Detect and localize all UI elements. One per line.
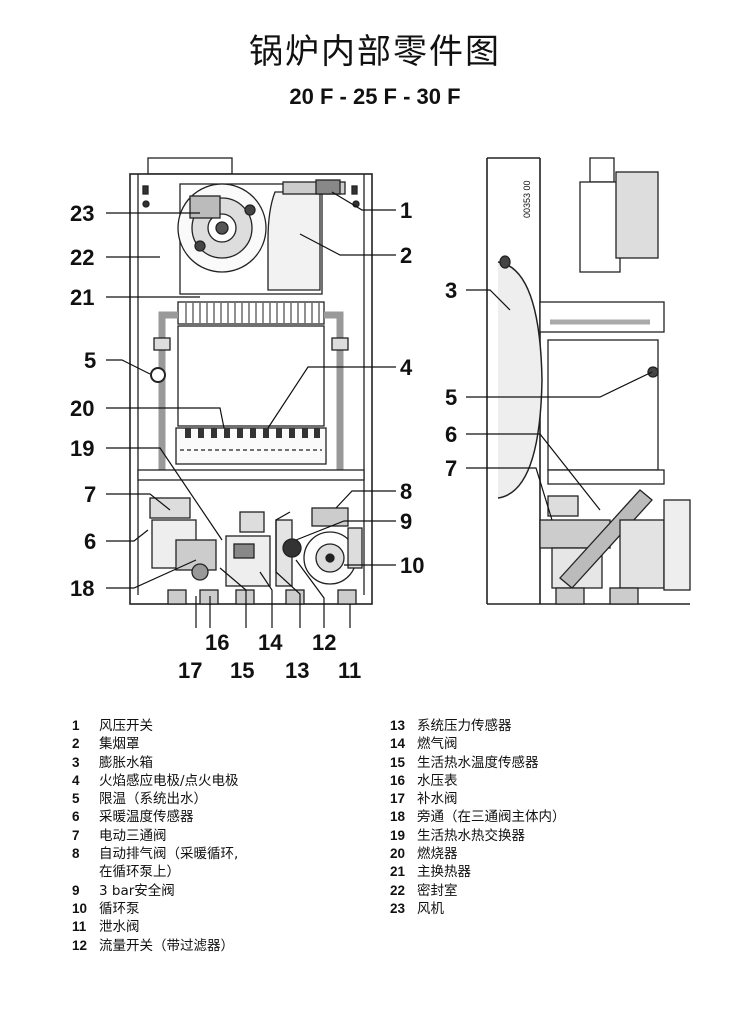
callout-7-side: 7 [445, 456, 457, 481]
callout-13: 13 [285, 658, 309, 683]
side-view [486, 157, 691, 605]
callout-19: 19 [70, 436, 94, 461]
callout-16: 16 [205, 630, 229, 655]
callout-17: 17 [178, 658, 202, 683]
callout-2: 2 [400, 243, 412, 268]
callout-22: 22 [70, 245, 94, 270]
callout-4: 4 [400, 355, 413, 380]
callout-21: 21 [70, 285, 94, 310]
callout-1: 1 [400, 198, 412, 223]
model-subtitle: 20 F - 25 F - 30 F [289, 84, 461, 109]
callout-12: 12 [312, 630, 336, 655]
front-view [129, 157, 373, 605]
page-title: 锅炉内部零件图 [249, 32, 501, 72]
callout-18: 18 [70, 576, 94, 601]
callout-7-front: 7 [84, 482, 96, 507]
boiler-diagram: 00353 00 1 2 [70, 157, 691, 683]
callout-11: 11 [338, 658, 361, 683]
drawing-code: 00353 00 [522, 180, 532, 218]
callout-23: 23 [70, 201, 94, 226]
callout-15: 15 [230, 658, 254, 683]
callout-9: 9 [400, 509, 412, 534]
callout-3: 3 [445, 278, 457, 303]
callout-8: 8 [400, 479, 412, 504]
callout-5-side: 5 [445, 385, 457, 410]
callout-20: 20 [70, 396, 94, 421]
callout-14: 14 [258, 630, 283, 655]
callout-6-side: 6 [445, 422, 457, 447]
callout-numbers: 1 2 3 4 5 5 6 6 7 7 8 9 10 11 12 13 14 1… [70, 198, 457, 683]
callout-6-front: 6 [84, 529, 96, 554]
leader-lines [106, 191, 653, 628]
legend-item-continuation: 在循环泵上） [99, 864, 180, 881]
callout-5-front: 5 [84, 348, 96, 373]
callout-10: 10 [400, 553, 424, 578]
